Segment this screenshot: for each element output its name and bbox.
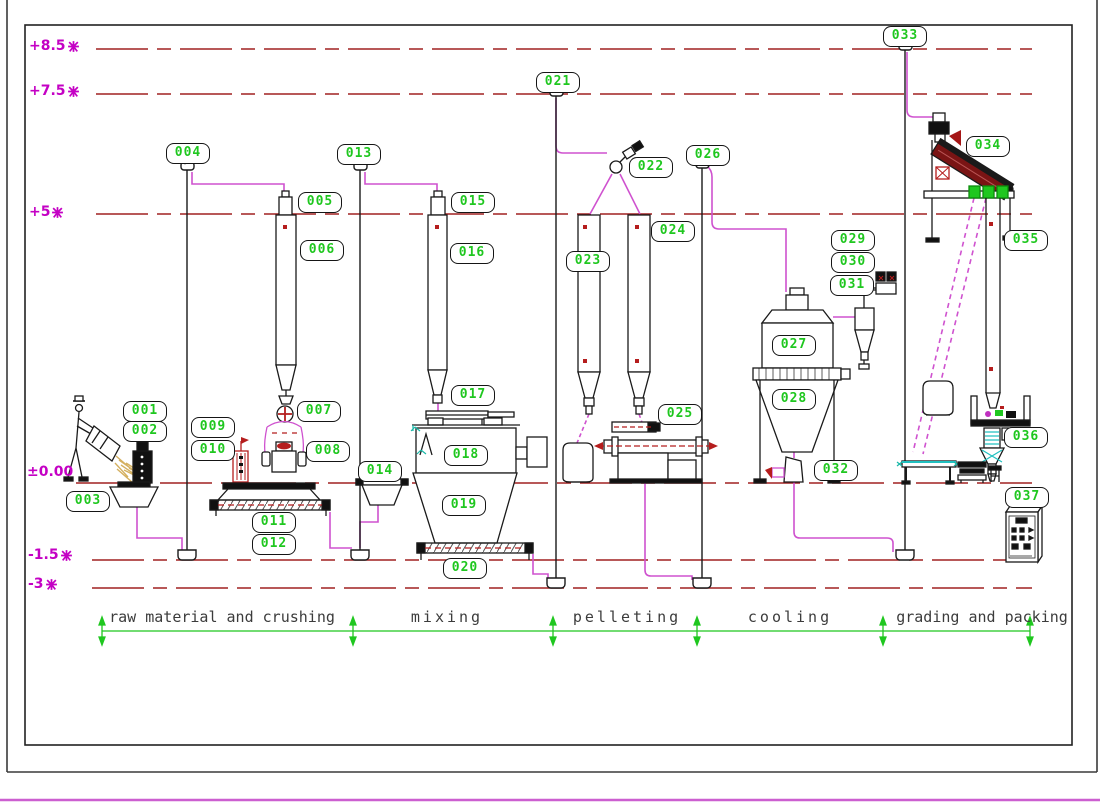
pellet-mill <box>594 421 718 484</box>
equipment-tag-015: 015 <box>451 192 495 213</box>
equipment-tag-017: 017 <box>451 385 495 406</box>
grading-sieve <box>923 112 1017 243</box>
mi-character-glyph <box>67 40 79 52</box>
manual-add-hopper <box>355 478 409 506</box>
equipment-tag-010: 010 <box>191 440 235 461</box>
mi-character-glyph <box>45 578 57 590</box>
drawing-frames <box>6 0 1098 773</box>
cyclone <box>854 289 876 370</box>
equipment-tag-037: 037 <box>1005 487 1049 508</box>
equipment-tag-014: 014 <box>358 461 402 482</box>
equipment-tag-013: 013 <box>337 144 381 165</box>
equipment-tag-027: 027 <box>772 335 816 356</box>
equipment-tag-026: 026 <box>686 145 730 166</box>
equipment-tag-012: 012 <box>252 534 296 555</box>
equipment-tag-031: 031 <box>830 275 874 296</box>
section-dimension-line <box>98 615 1034 647</box>
section-label-mixing: mixing <box>410 608 484 626</box>
feeder-column <box>132 441 153 484</box>
equipment-tag-032: 032 <box>814 460 858 481</box>
mi-character-glyph <box>60 549 72 561</box>
equipment-tag-006: 006 <box>300 240 344 261</box>
elevation-label-±0.00: ±0.00 <box>27 464 74 480</box>
elevation-value: -1.5 <box>28 547 59 563</box>
equipment-tag-009: 009 <box>191 417 235 438</box>
pellet-bin-column <box>985 198 1001 409</box>
equipment-tag-028: 028 <box>772 389 816 410</box>
surge-bin-2 <box>627 214 651 415</box>
equipment-tag-025: 025 <box>658 404 702 425</box>
equipment-tag-034: 034 <box>966 136 1010 157</box>
equipment-tag-018: 018 <box>444 445 488 466</box>
sewing-table <box>896 460 960 485</box>
worker-figure <box>63 395 99 482</box>
elevation-label-+5米: +5 <box>29 205 64 219</box>
equipment-tag-016: 016 <box>450 243 494 264</box>
distributor <box>609 139 645 174</box>
equipment-tag-022: 022 <box>629 157 673 178</box>
elevation-value: +7.5 <box>29 83 66 99</box>
equipment-tag-035: 035 <box>1004 230 1048 251</box>
section-mixing <box>355 190 548 560</box>
equipment-tag-011: 011 <box>252 512 296 533</box>
bag-stack <box>957 461 987 483</box>
section-label-cooling: cooling <box>747 608 833 626</box>
equipment-tag-023: 023 <box>566 251 610 272</box>
magnet-column <box>232 437 249 483</box>
rotary-valve <box>276 395 294 423</box>
equipment-tag-020: 020 <box>443 558 487 579</box>
equipment-tag-030: 030 <box>831 252 875 273</box>
mi-character-glyph <box>67 85 79 97</box>
mixer-conveyor <box>416 542 534 560</box>
section-label-grading-and-packing: grading and packing <box>896 608 1068 626</box>
discharge-conveyor <box>209 499 331 516</box>
equipment-tag-024: 024 <box>651 221 695 242</box>
section-label-pelleting: pelleting <box>572 608 682 626</box>
equipment-tag-003: 003 <box>66 491 110 512</box>
mi-character-glyph <box>52 206 64 218</box>
equipment-tag-001: 001 <box>123 401 167 422</box>
elevation-value: +8.5 <box>29 38 66 54</box>
stool <box>988 465 1002 482</box>
equipment-tag-019: 019 <box>442 495 486 516</box>
elevation-value: +5 <box>29 204 51 220</box>
control-cabinet <box>1004 503 1044 565</box>
equipment-tag-008: 008 <box>306 441 350 462</box>
elevation-value: -3 <box>28 576 44 592</box>
fan-unit <box>870 271 897 295</box>
elevation-label--1.5米: -1.5 <box>28 548 73 562</box>
intake-hopper <box>108 486 160 508</box>
section-raw-material-crushing <box>63 190 331 516</box>
equipment-tag-036: 036 <box>1004 427 1048 448</box>
crumbler <box>765 456 804 483</box>
screw-conveyor <box>425 410 515 425</box>
crusher <box>261 420 307 473</box>
elevation-label-+8.5米: +8.5 <box>29 39 80 53</box>
equipment-tag-004: 004 <box>166 143 210 164</box>
crusher-feed-silo <box>275 190 297 400</box>
equipment-tag-007: 007 <box>297 401 341 422</box>
level-indicator-dots <box>283 222 993 371</box>
equipment-tag-002: 002 <box>123 421 167 442</box>
mixer-feed-silo <box>427 190 448 404</box>
equipment-tag-005: 005 <box>298 192 342 213</box>
equipment-tag-021: 021 <box>536 72 580 93</box>
equipment-tag-033: 033 <box>883 26 927 47</box>
section-label-raw-material-and-crushing: raw material and crushing <box>109 608 335 626</box>
elevation-label--3米: -3 <box>28 577 58 591</box>
equipment-tag-029: 029 <box>831 230 875 251</box>
mixer <box>410 417 548 474</box>
elevation-label-+7.5米: +7.5 <box>29 84 80 98</box>
